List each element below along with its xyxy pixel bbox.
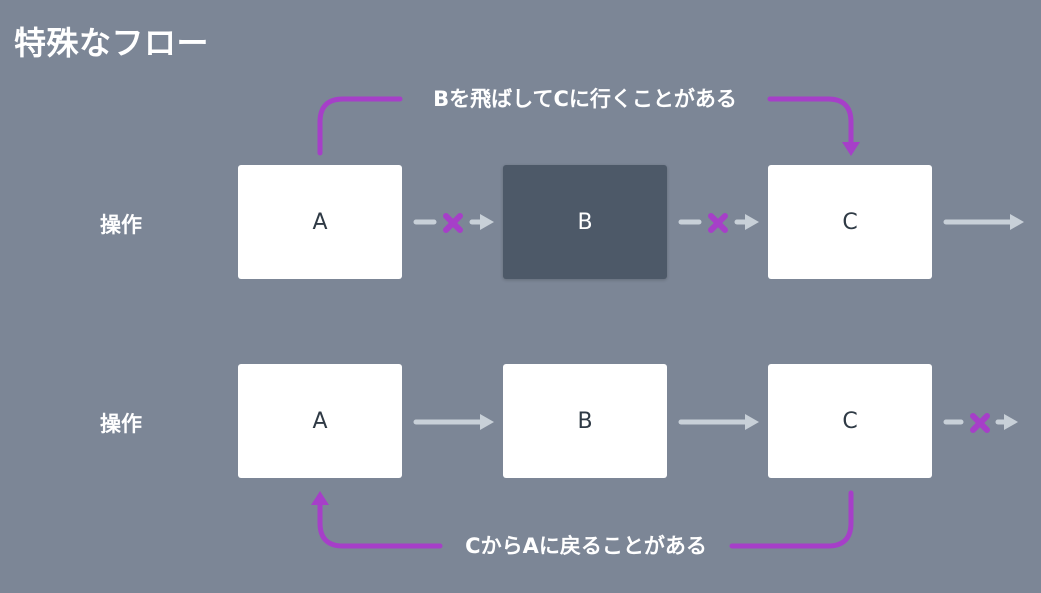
row-1-box-c: C — [768, 165, 932, 279]
skip-b-arrowhead — [842, 142, 860, 156]
row-1-connector-bc-blocked — [678, 213, 759, 233]
blocked-x-icon — [443, 213, 463, 233]
skip-b-curve — [317, 96, 403, 156]
blocked-x-icon — [970, 413, 990, 433]
row-2-box-c: C — [768, 364, 932, 478]
row-2-connector-bc — [678, 414, 759, 430]
row-1-label: 操作 — [100, 213, 142, 237]
row-2-label: 操作 — [100, 412, 142, 436]
row-1-connector-ab-blocked — [413, 213, 494, 233]
row-2-box-b: B — [503, 364, 667, 478]
row-1-box-a: A — [238, 165, 402, 279]
return-to-a-note: CからAに戻ることがある — [465, 534, 707, 558]
row-2-box-a: A — [238, 364, 402, 478]
row-1-box-b-skipped: B — [503, 165, 667, 279]
row-1-connector-c-out — [943, 214, 1024, 230]
skip-b-note: Bを飛ばしてCに行くことがある — [433, 87, 737, 111]
page-title: 特殊なフロー — [14, 24, 210, 62]
blocked-x-icon — [708, 213, 728, 233]
return-to-a-curve-end — [317, 501, 443, 549]
return-to-a-arrowhead — [311, 491, 329, 505]
return-to-a-curve — [729, 490, 854, 549]
skip-b-curve-end — [767, 96, 854, 145]
row-2-connector-ab — [413, 414, 494, 430]
row-2-connector-c-out-blocked — [943, 413, 1018, 433]
